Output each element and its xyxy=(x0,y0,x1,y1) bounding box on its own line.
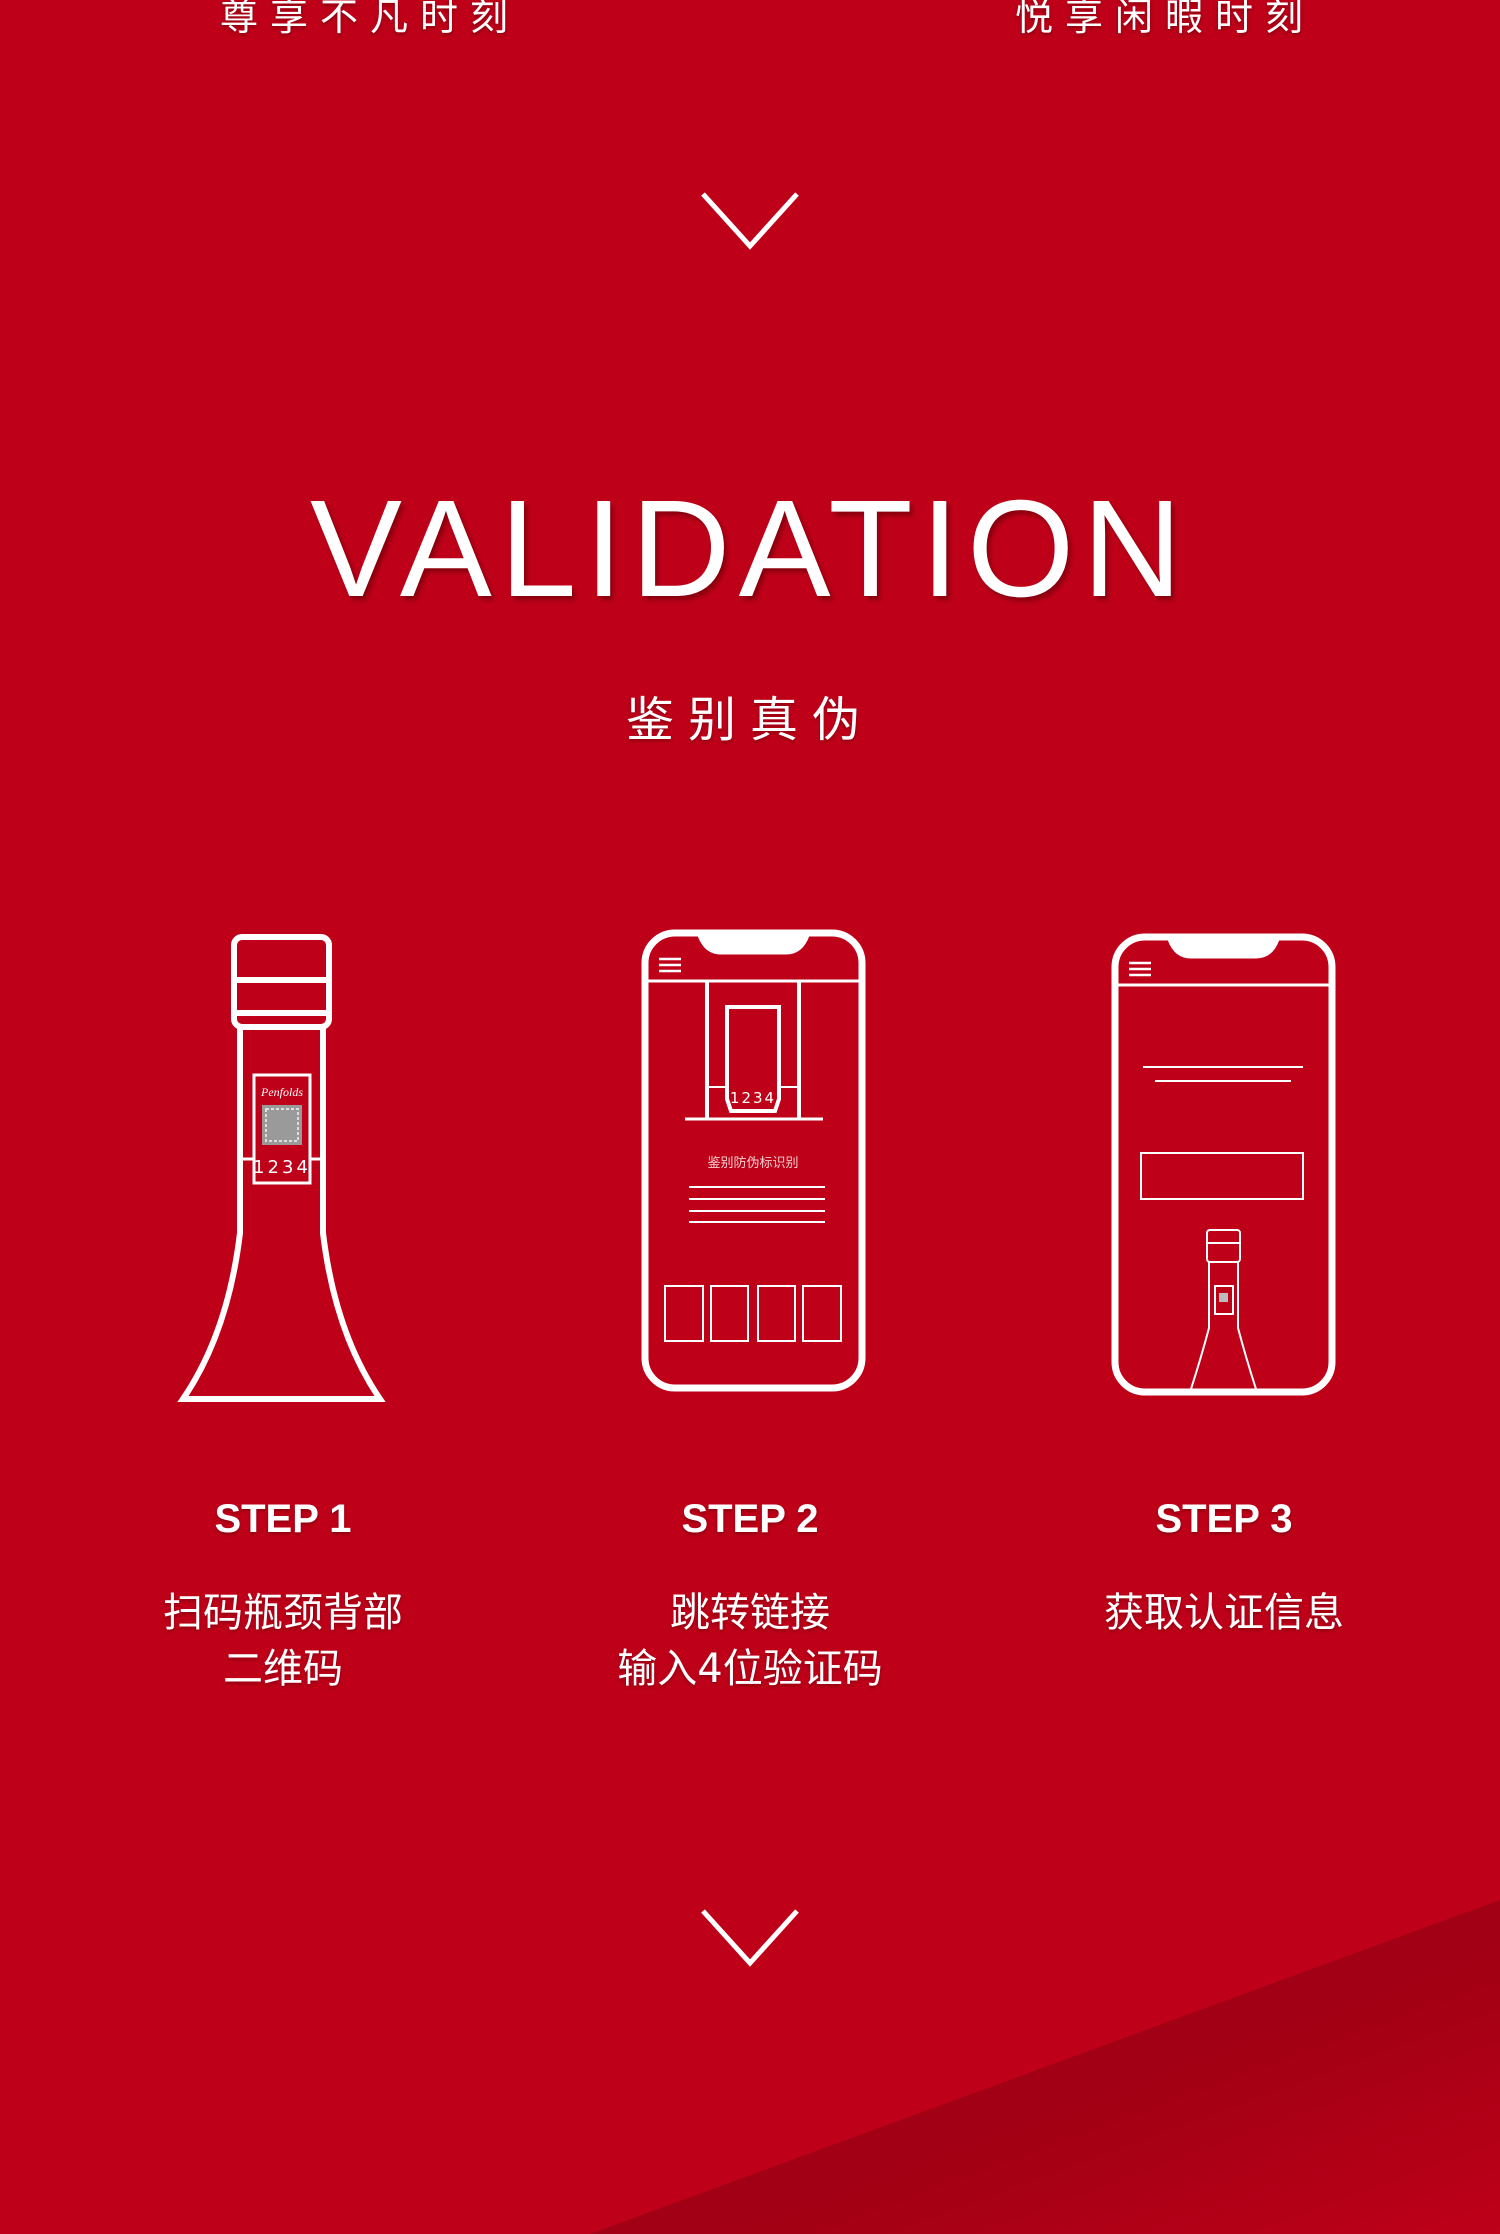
step-1-description: 扫码瓶颈背部 二维码 xyxy=(83,1585,483,1697)
step-2-description: 跳转链接 输入4位验证码 xyxy=(550,1585,950,1697)
chevron-down-icon[interactable] xyxy=(695,188,805,258)
step-2-line-1: 跳转链接 xyxy=(670,1590,830,1636)
hamburger-menu-icon xyxy=(659,957,681,973)
step-2-label: STEP 2 xyxy=(681,1497,819,1541)
bottle-code: 1234 xyxy=(253,1157,311,1178)
chevron-down-icon[interactable] xyxy=(695,1905,805,1975)
brand-script-logo: Penfolds xyxy=(260,1085,303,1099)
section-subtitle: 鉴别真伪 xyxy=(625,692,874,748)
phone-bottle-code: 1234 xyxy=(730,1089,776,1107)
phone-code-entry-illustration: 1234 鉴别防伪标识别 xyxy=(641,929,866,1392)
phone-screen-text: 鉴别防伪标识别 xyxy=(707,1155,798,1171)
top-item-right: 悦享闲暇时刻 xyxy=(1014,0,1315,39)
step-3-line-1: 获取认证信息 xyxy=(1104,1590,1344,1636)
step-3-description: 获取认证信息 xyxy=(1024,1585,1424,1641)
step-1-line-1: 扫码瓶颈背部 xyxy=(163,1590,403,1636)
bottle-illustration: Penfolds 1234 xyxy=(177,934,386,1402)
step-1-label: STEP 1 xyxy=(214,1497,352,1541)
top-item-left: 尊享不凡时刻 xyxy=(219,0,520,39)
phone-verification-result-illustration xyxy=(1111,933,1336,1396)
section-title: VALIDATION xyxy=(309,472,1191,626)
qr-code xyxy=(262,1105,302,1145)
step-1-line-2: 二维码 xyxy=(223,1646,343,1692)
step-2-line-2: 输入4位验证码 xyxy=(617,1646,883,1692)
step-3-label: STEP 3 xyxy=(1155,1497,1293,1541)
hamburger-menu-icon xyxy=(1129,961,1151,977)
